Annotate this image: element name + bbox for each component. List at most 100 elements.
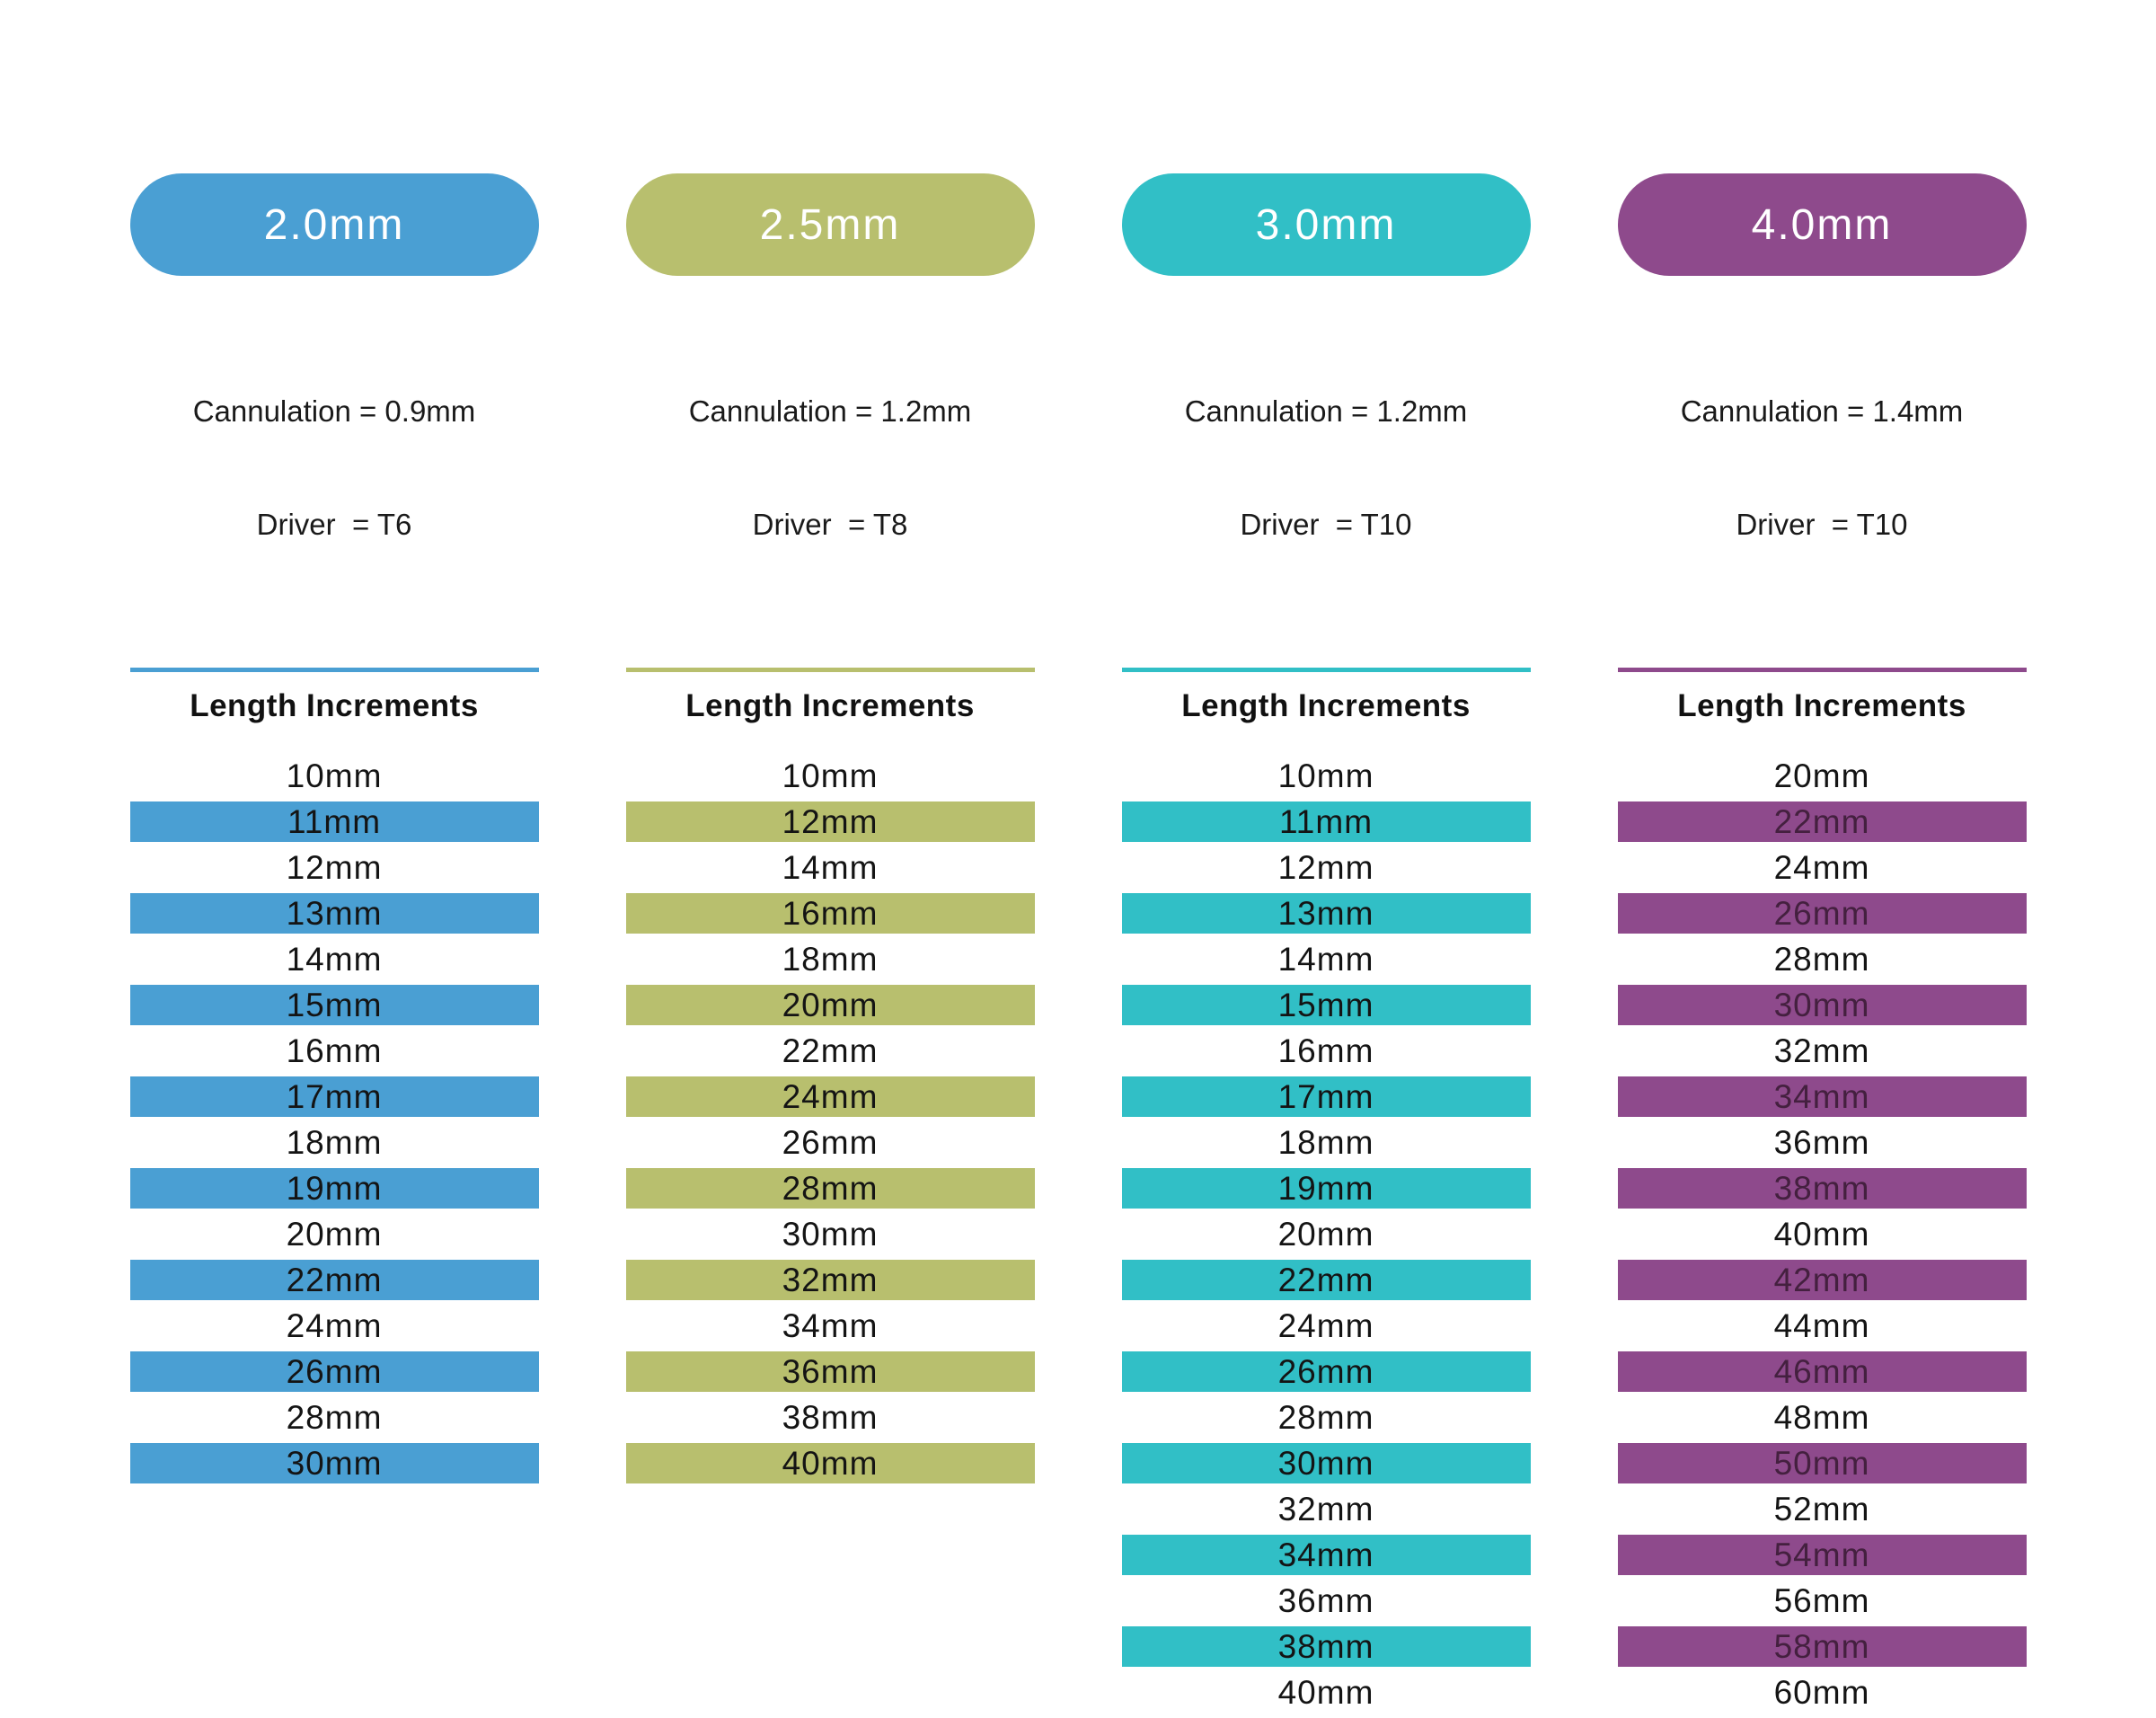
size-column: 4.0mm Cannulation = 1.4mm Driver = T10 L… (1617, 173, 2027, 1718)
length-row: 13mm (129, 893, 539, 934)
length-row: 11mm (129, 801, 539, 842)
length-row: 34mm (782, 1306, 879, 1344)
length-row: 12mm (625, 801, 1035, 842)
length-row: 22mm (129, 1260, 539, 1300)
spec-block: Cannulation = 1.4mm Driver = T10 (1618, 317, 2027, 619)
length-row: 40mm (1277, 1673, 1374, 1711)
length-row: 11mm (1121, 801, 1531, 842)
length-row: 44mm (1773, 1306, 1870, 1344)
length-row: 30mm (1121, 1443, 1531, 1483)
length-row: 26mm (1617, 893, 2027, 934)
length-row: 48mm (1773, 1398, 1870, 1436)
length-row: 24mm (1773, 848, 1870, 886)
length-row: 10mm (1277, 757, 1374, 794)
length-row: 26mm (782, 1123, 879, 1161)
length-increments-heading: Length Increments (685, 688, 975, 723)
cannulation-spec: Cannulation = 1.2mm (1184, 394, 1468, 428)
size-column: 3.0mm Cannulation = 1.2mm Driver = T10 L… (1121, 173, 1531, 1718)
length-row: 12mm (1277, 848, 1374, 886)
length-row: 18mm (286, 1123, 383, 1161)
length-list: 10mm 12mm 14mm 16mm 18mm 20mm 22mm 24mm 26mm 28mm… (625, 756, 1035, 1489)
length-increments-heading: Length Increments (1181, 688, 1471, 723)
size-pill: 2.0mm (129, 173, 539, 276)
length-row: 14mm (1277, 940, 1374, 978)
column-divider (625, 668, 1035, 672)
length-increments-heading: Length Increments (190, 688, 479, 723)
length-row: 13mm (1121, 893, 1531, 934)
length-row: 32mm (625, 1260, 1035, 1300)
length-row: 38mm (1617, 1168, 2027, 1209)
length-row: 26mm (129, 1351, 539, 1392)
length-row: 58mm (1617, 1626, 2027, 1667)
driver-spec: Driver = T6 (256, 508, 412, 541)
length-row: 16mm (625, 893, 1035, 934)
length-row: 30mm (129, 1443, 539, 1483)
length-row: 15mm (1121, 985, 1531, 1025)
length-row: 32mm (1277, 1490, 1374, 1528)
length-row: 38mm (782, 1398, 879, 1436)
driver-spec: Driver = T10 (1240, 508, 1412, 541)
driver-spec: Driver = T10 (1736, 508, 1908, 541)
length-row: 42mm (1617, 1260, 2027, 1300)
length-row: 28mm (1773, 940, 1870, 978)
length-row: 50mm (1617, 1443, 2027, 1483)
length-row: 20mm (286, 1215, 383, 1253)
spec-block: Cannulation = 1.2mm Driver = T8 (626, 317, 1035, 619)
length-row: 18mm (1277, 1123, 1374, 1161)
size-pill: 3.0mm (1121, 173, 1531, 276)
size-pill: 2.5mm (625, 173, 1035, 276)
length-row: 10mm (286, 757, 383, 794)
length-row: 40mm (1773, 1215, 1870, 1253)
length-row: 28mm (625, 1168, 1035, 1209)
column-divider (1617, 668, 2027, 672)
length-row: 22mm (1121, 1260, 1531, 1300)
length-row: 28mm (1277, 1398, 1374, 1436)
length-row: 22mm (782, 1032, 879, 1069)
length-row: 14mm (782, 848, 879, 886)
length-row: 20mm (625, 985, 1035, 1025)
length-row: 34mm (1121, 1535, 1531, 1575)
column-divider (129, 668, 539, 672)
column-divider (1121, 668, 1531, 672)
length-row: 26mm (1121, 1351, 1531, 1392)
cannulation-spec: Cannulation = 0.9mm (192, 394, 476, 428)
length-row: 30mm (1617, 985, 2027, 1025)
size-pill-label: 2.0mm (263, 200, 405, 249)
size-pill-label: 2.5mm (759, 200, 901, 249)
length-row: 19mm (1121, 1168, 1531, 1209)
length-row: 56mm (1773, 1581, 1870, 1619)
length-row: 10mm (782, 757, 879, 794)
length-row: 54mm (1617, 1535, 2027, 1575)
length-row: 30mm (782, 1215, 879, 1253)
size-column: 2.0mm Cannulation = 0.9mm Driver = T6 Le… (129, 173, 539, 1718)
length-row: 14mm (286, 940, 383, 978)
spec-block: Cannulation = 0.9mm Driver = T6 (130, 317, 539, 619)
length-row: 36mm (1277, 1581, 1374, 1619)
length-row: 24mm (1277, 1306, 1374, 1344)
length-row: 28mm (286, 1398, 383, 1436)
length-row: 32mm (1773, 1032, 1870, 1069)
length-row: 20mm (1277, 1215, 1374, 1253)
length-row: 15mm (129, 985, 539, 1025)
length-row: 52mm (1773, 1490, 1870, 1528)
length-row: 40mm (625, 1443, 1035, 1483)
length-row: 36mm (625, 1351, 1035, 1392)
length-row: 38mm (1121, 1626, 1531, 1667)
length-row: 18mm (782, 940, 879, 978)
length-row: 46mm (1617, 1351, 2027, 1392)
size-pill-label: 3.0mm (1255, 200, 1397, 249)
spec-block: Cannulation = 1.2mm Driver = T10 (1122, 317, 1531, 619)
cannulation-spec: Cannulation = 1.4mm (1680, 394, 1964, 428)
length-row: 60mm (1773, 1673, 1870, 1711)
length-row: 36mm (1773, 1123, 1870, 1161)
length-row: 34mm (1617, 1076, 2027, 1117)
size-pill: 4.0mm (1617, 173, 2027, 276)
length-row: 24mm (625, 1076, 1035, 1117)
length-row: 16mm (286, 1032, 383, 1069)
driver-spec: Driver = T8 (752, 508, 908, 541)
length-row: 17mm (1121, 1076, 1531, 1117)
